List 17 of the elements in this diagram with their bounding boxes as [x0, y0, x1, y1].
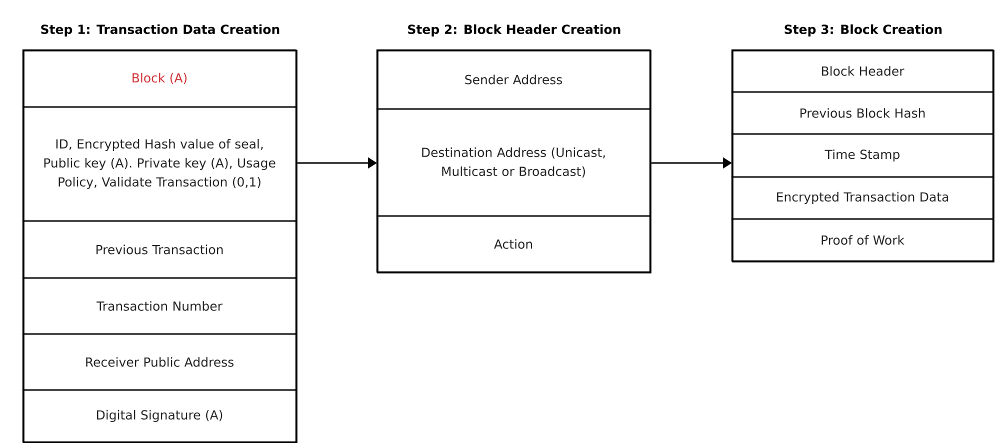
field-cell: ID, Encrypted Hash value of seal, Public key (A). Private key (A), Usage Policy, Validate Transaction (0,1) [22, 106, 297, 222]
field-cell: Digital Signature (A) [22, 389, 297, 443]
field-cell: Sender Address [376, 49, 651, 110]
node-label: Step 3: Block Creation [784, 24, 942, 36]
field-cell: Proof of Work [731, 218, 994, 262]
field-cell: Receiver Public Address [22, 333, 297, 391]
field-cell: Block (A) [22, 49, 297, 108]
field-cell: Time Stamp [731, 133, 994, 178]
field-cell: Destination Address (Unicast, Multicast or Broadcast) [376, 108, 651, 217]
field-cell: Previous Block Hash [731, 91, 994, 135]
node-label: Step 2: Block Header Creation [408, 24, 620, 36]
field-cell: Action [376, 215, 651, 273]
node-label: Step 1: Transaction Data Creation [41, 24, 280, 36]
field-cell: Transaction Number [22, 277, 297, 335]
field-cell: Previous Transaction [22, 220, 297, 279]
field-cell: Encrypted Transaction Data [731, 176, 994, 220]
field-cell: Block Header [731, 49, 994, 93]
